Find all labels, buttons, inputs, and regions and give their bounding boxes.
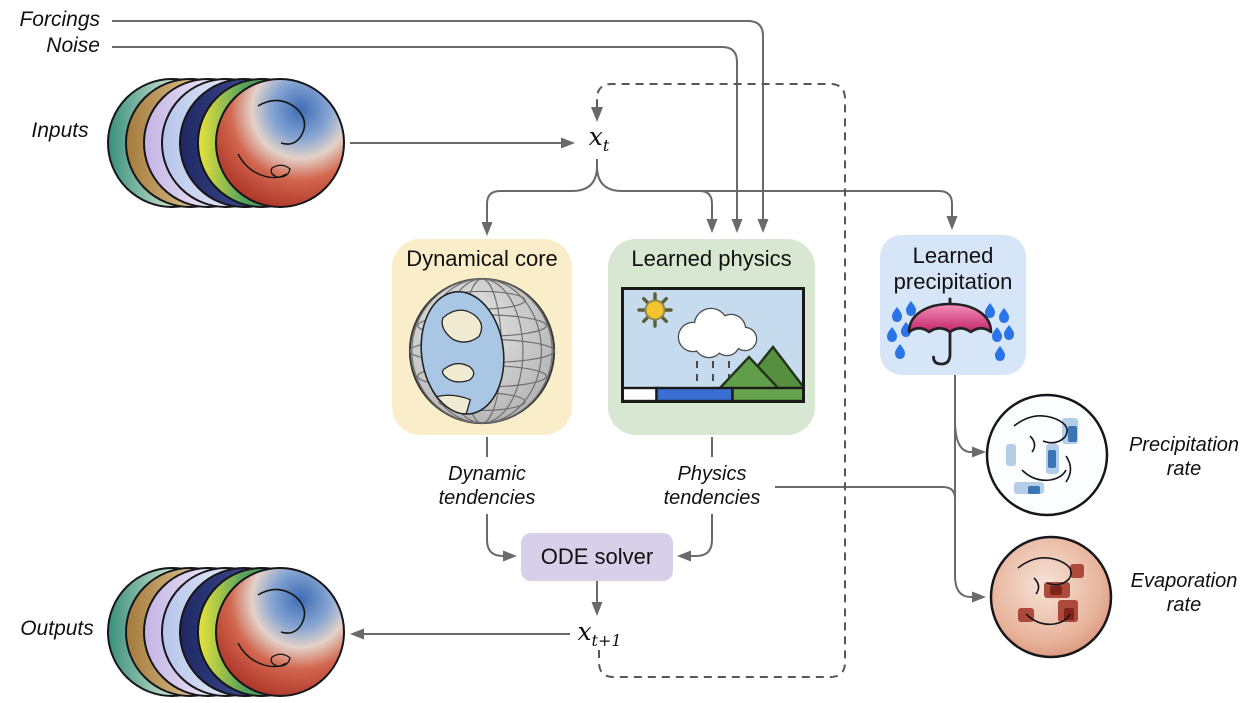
outputs-label: Outputs bbox=[20, 617, 94, 640]
evaporation-globe bbox=[989, 535, 1113, 659]
xt-to-learned-physics-arrow bbox=[699, 190, 718, 233]
to-precipitation-globe-arrow bbox=[954, 419, 986, 458]
inputs-label: Inputs bbox=[31, 119, 89, 142]
dynamic-tendencies-label: Dynamic tendencies bbox=[438, 463, 536, 509]
weather-scene-icon bbox=[621, 287, 805, 403]
state-xt-label: xt bbox=[588, 122, 610, 155]
state-xt1-label: xt+1 bbox=[577, 617, 622, 650]
surface-bar-icon bbox=[621, 386, 805, 403]
to-evaporation-globe-arrow bbox=[954, 375, 986, 603]
learned-precipitation-title: Learned precipitation bbox=[893, 243, 1013, 294]
xt-to-learned-precipitation-arrow bbox=[596, 159, 958, 230]
ode-solver-label: ODE solver bbox=[540, 544, 654, 569]
xt-to-dynamical-core-arrow bbox=[481, 159, 598, 236]
dynamical-core-title: Dynamical core bbox=[406, 246, 558, 271]
inputs-globe-stack bbox=[107, 78, 345, 208]
umbrella-rain-icon bbox=[887, 297, 1014, 366]
physics-tendencies-label: Physics tendencies bbox=[663, 463, 761, 509]
physics-tendencies-to-ode-arrow bbox=[677, 514, 713, 562]
dynamic-tendencies-to-ode-arrow bbox=[486, 514, 517, 562]
precipitation-globe bbox=[985, 393, 1109, 517]
precipitation-rate-label: Precipitation rate bbox=[1128, 434, 1240, 480]
umbrella-handle-icon bbox=[932, 330, 952, 366]
physics-tendencies-to-precip-line bbox=[775, 486, 956, 500]
evaporation-rate-label: Evaporation rate bbox=[1130, 570, 1238, 616]
umbrella-canopy-icon bbox=[907, 302, 993, 334]
outputs-globe-stack bbox=[107, 567, 345, 697]
learned-physics-title: Learned physics bbox=[631, 246, 792, 271]
earth-cutaway-globe-icon bbox=[408, 277, 556, 425]
ode-solver-box: ODE solver bbox=[521, 533, 673, 581]
noise-label: Noise bbox=[46, 34, 100, 57]
forcings-label: Forcings bbox=[19, 8, 100, 31]
